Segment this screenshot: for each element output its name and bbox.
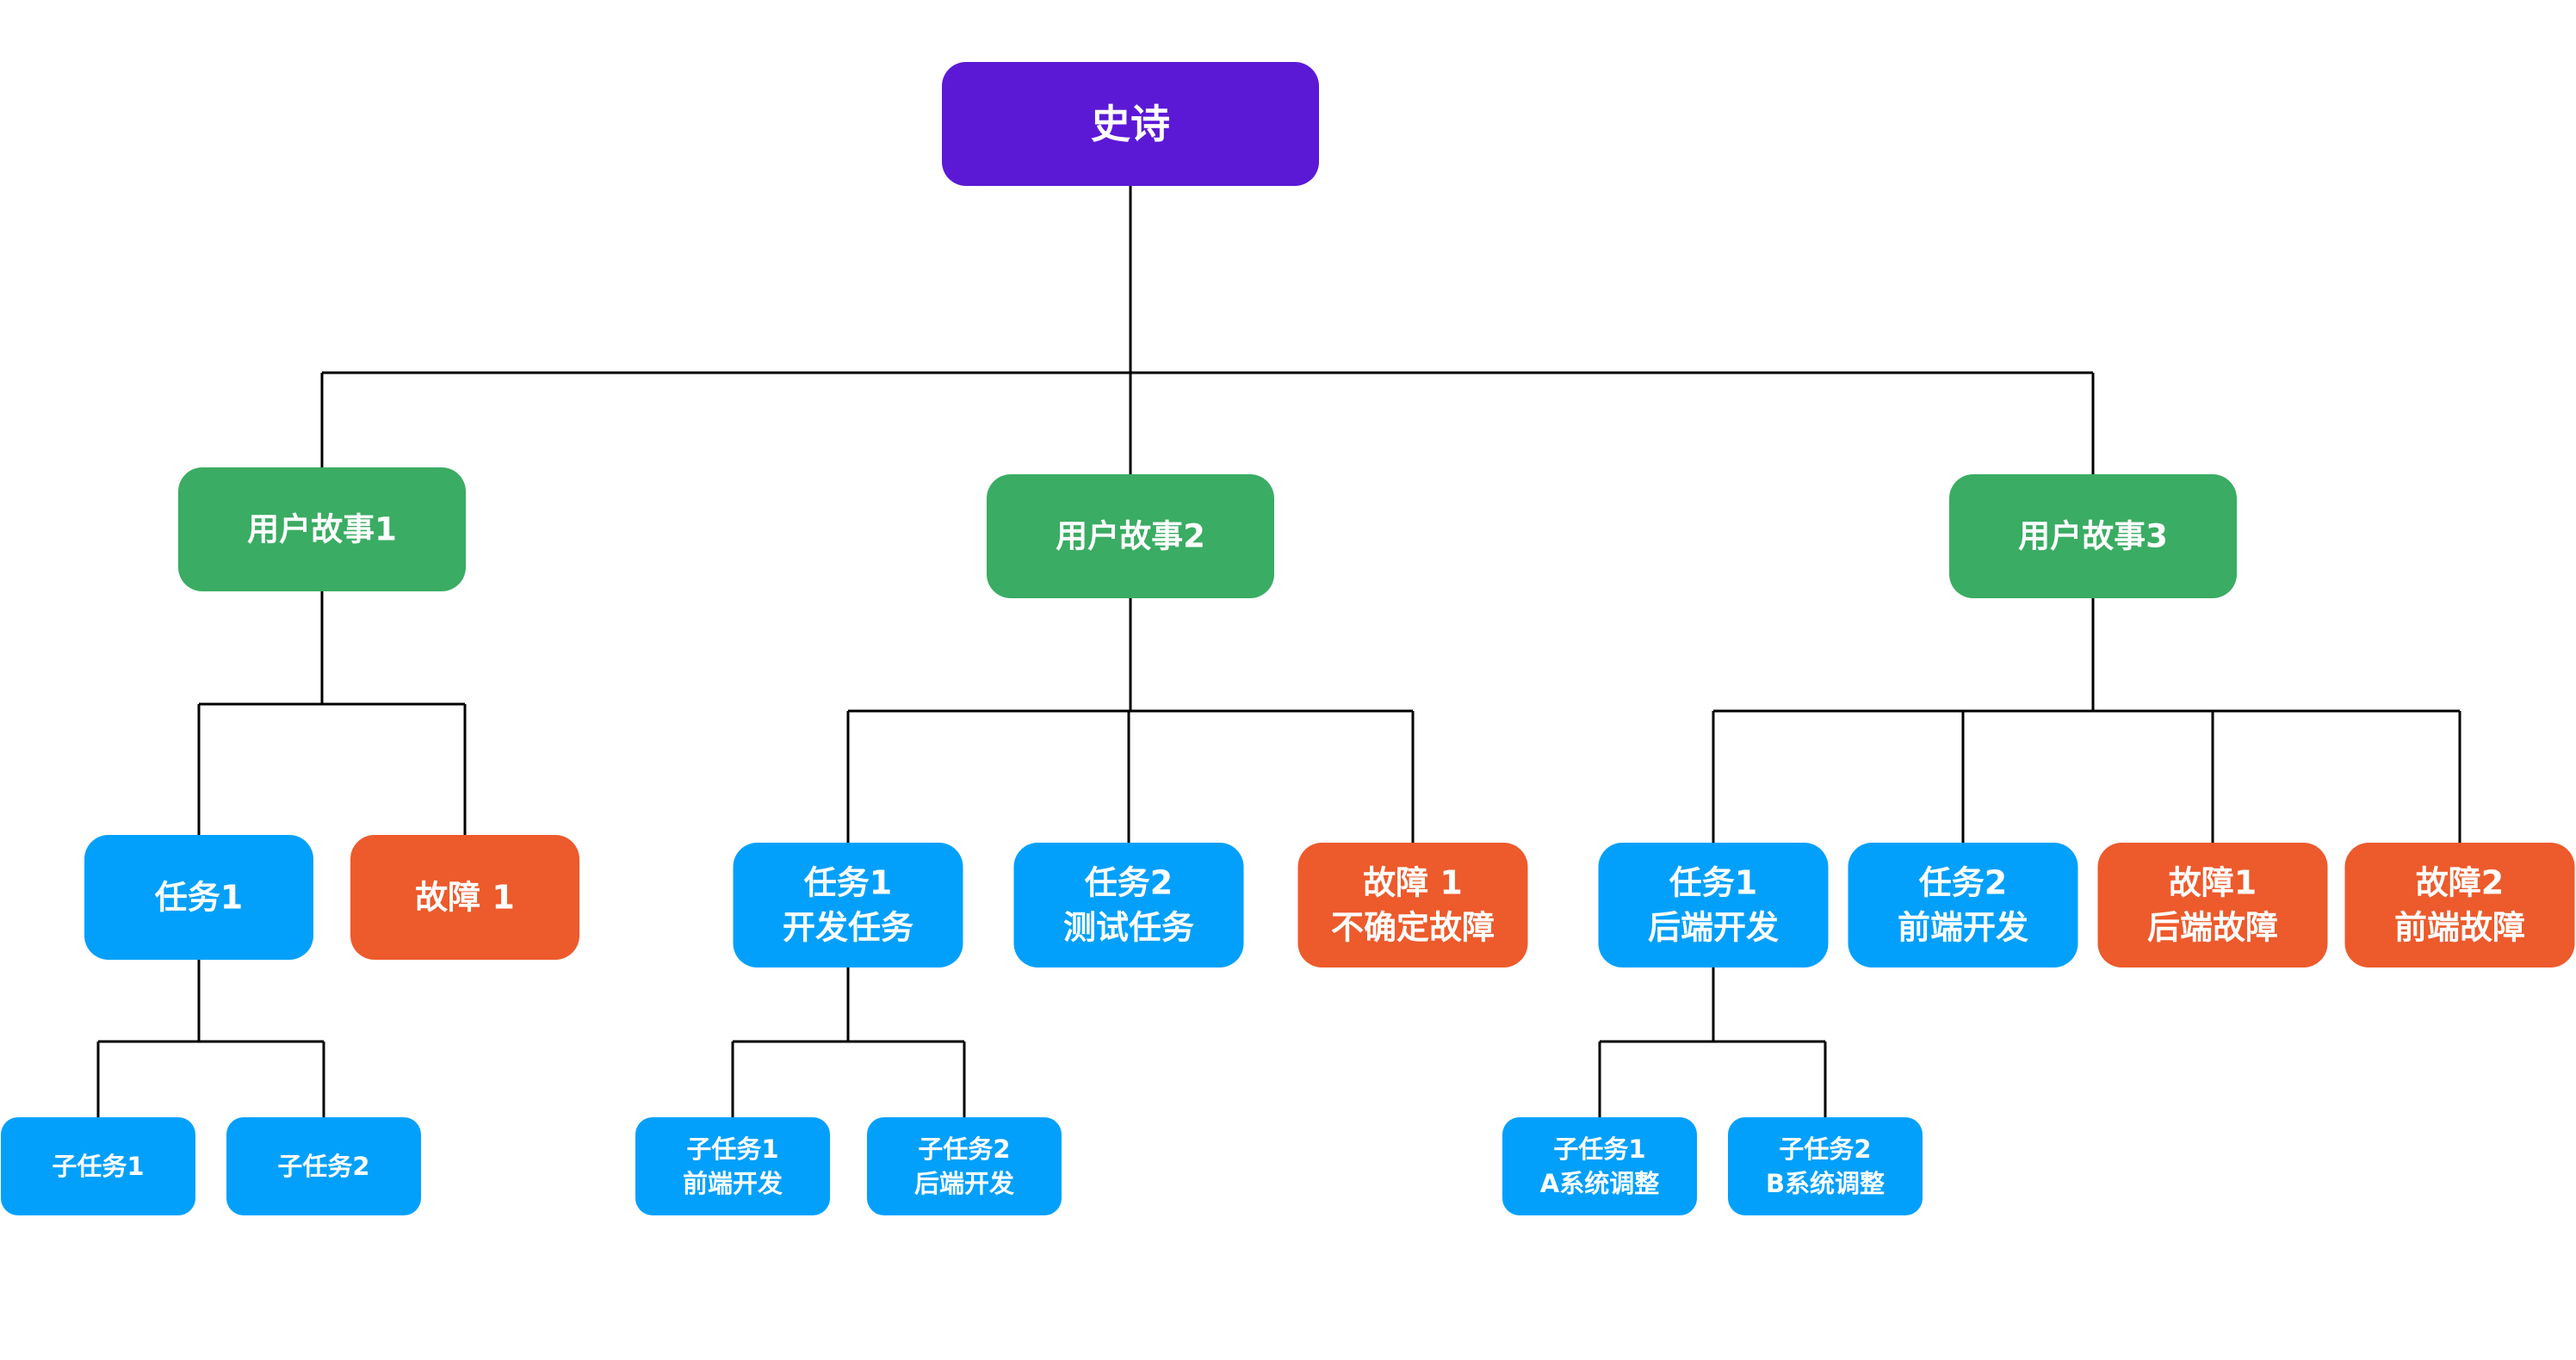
bug-node-3-3-label-line-1: 故障1	[2169, 863, 2257, 901]
connector-lines	[96, 186, 2461, 1117]
story-node-2: 用户故事2	[987, 474, 1274, 598]
subtask-node-1-1: 子任务1	[1, 1117, 195, 1215]
task-node-3-2: 任务2 前端开发	[1848, 843, 2078, 967]
bug-node-2-3: 故障 1 不确定故障	[1297, 843, 1528, 967]
subtask-node-2-2-label-line-2: 后端开发	[914, 1169, 1014, 1198]
task-node-2-1-box	[733, 843, 963, 967]
story-node-3-label-line-1: 用户故事3	[2018, 518, 2168, 555]
bug-node-3-4-box	[2344, 843, 2575, 967]
story-node-1-box	[178, 467, 466, 591]
bug-node-3-3-label-line-2: 后端故障	[2147, 909, 2278, 947]
bug-node-1-2-label-line-1: 故障 1	[415, 879, 515, 917]
task-node-3-2-box	[1848, 843, 2078, 967]
subtask-node-2-1: 子任务1 前端开发	[635, 1117, 830, 1215]
task-node-3-1-label-line-1: 任务1	[1669, 863, 1757, 901]
task-node-3-2-label-line-2: 前端开发	[1898, 909, 2028, 947]
task-node-1-1-box	[84, 835, 313, 960]
epic-node: 史诗	[942, 62, 1319, 186]
task-node-1-1-label-line-1: 任务1	[155, 879, 243, 917]
bug-node-2-3-label-line-2: 不确定故障	[1331, 909, 1495, 947]
epic-node-label-line-1: 史诗	[1091, 101, 1170, 147]
task-node-3-1: 任务1 后端开发	[1598, 843, 1829, 967]
task-node-3-2-label-line-1: 任务2	[1919, 863, 2007, 901]
task-node-2-2-label-line-1: 任务2	[1085, 863, 1173, 901]
epic-node-box	[942, 62, 1319, 186]
bug-node-3-4: 故障2 前端故障	[2344, 843, 2575, 967]
task-node-3-1-label-line-2: 后端开发	[1648, 909, 1779, 947]
subtask-node-1-2: 子任务2	[226, 1117, 421, 1215]
story-node-3-box	[1949, 474, 2237, 598]
bug-node-1-2-box	[350, 835, 579, 960]
story-node-3: 用户故事3	[1949, 474, 2237, 598]
task-node-3-1-box	[1598, 843, 1829, 967]
subtask-node-2-2-label-line-1: 子任务2	[918, 1134, 1010, 1164]
task-node-1-1: 任务1	[84, 835, 313, 960]
subtask-node-3-1-box	[1502, 1117, 1697, 1215]
subtask-node-2-2: 子任务2 后端开发	[867, 1117, 1062, 1215]
subtask-node-3-1-label-line-1: 子任务1	[1553, 1134, 1645, 1164]
subtask-node-2-2-box	[867, 1117, 1062, 1215]
bug-node-3-4-label-line-1: 故障2	[2416, 863, 2504, 901]
subtask-node-2-1-label-line-2: 前端开发	[683, 1169, 783, 1198]
story-node-2-box	[987, 474, 1274, 598]
bug-node-3-3-box	[2097, 843, 2328, 967]
bug-node-3-3: 故障1 后端故障	[2097, 843, 2328, 967]
task-node-2-2-label-line-2: 测试任务	[1063, 909, 1194, 947]
subtask-node-1-2-box	[226, 1117, 421, 1215]
task-node-2-1: 任务1 开发任务	[733, 843, 963, 967]
story-node-2-label-line-1: 用户故事2	[1056, 518, 1205, 555]
subtask-node-3-2-box	[1728, 1117, 1923, 1215]
subtask-node-2-1-box	[635, 1117, 830, 1215]
subtask-node-1-1-box	[1, 1117, 195, 1215]
subtask-node-3-1-label-line-2: A系统调整	[1540, 1169, 1659, 1198]
subtask-node-1-1-label-line-1: 子任务1	[52, 1152, 144, 1181]
subtask-node-2-1-label-line-1: 子任务1	[686, 1134, 778, 1164]
bug-node-3-4-label-line-2: 前端故障	[2394, 909, 2525, 947]
bug-node-2-3-label-line-1: 故障 1	[1363, 863, 1463, 901]
subtask-node-1-2-label-line-1: 子任务2	[277, 1152, 369, 1181]
bug-node-2-3-box	[1297, 843, 1528, 967]
task-node-2-2-box	[1013, 843, 1244, 967]
task-node-2-1-label-line-1: 任务1	[804, 863, 892, 901]
bug-node-1-2: 故障 1	[350, 835, 579, 960]
story-node-1: 用户故事1	[178, 467, 466, 591]
subtask-node-3-2-label-line-2: B系统调整	[1766, 1169, 1885, 1198]
task-node-2-2: 任务2 测试任务	[1013, 843, 1244, 967]
story-node-1-label-line-1: 用户故事1	[247, 511, 397, 548]
subtask-node-3-2-label-line-1: 子任务2	[1779, 1134, 1871, 1164]
task-node-2-1-label-line-2: 开发任务	[783, 909, 913, 947]
